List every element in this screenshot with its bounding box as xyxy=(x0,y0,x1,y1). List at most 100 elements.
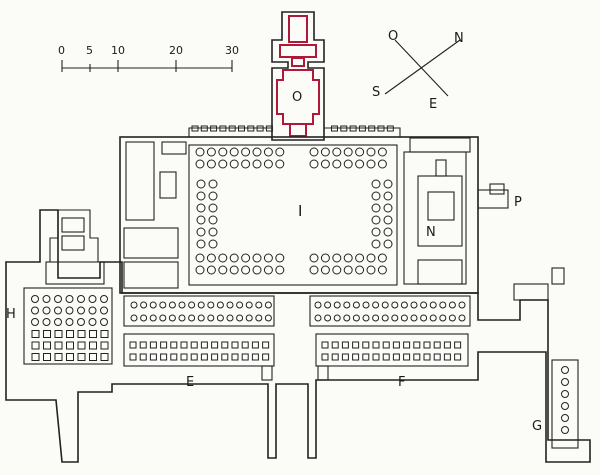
main-court: N P I xyxy=(119,125,522,294)
column xyxy=(429,301,437,309)
scale-bar: 0 5 10 20 30 xyxy=(58,44,239,72)
bay xyxy=(352,341,360,349)
column xyxy=(31,295,39,303)
bay xyxy=(129,353,137,361)
court-colonnade xyxy=(195,147,393,275)
column xyxy=(241,253,251,263)
column xyxy=(343,159,353,169)
bay xyxy=(31,353,40,361)
column xyxy=(159,301,167,309)
column xyxy=(65,318,74,326)
column xyxy=(140,301,148,309)
column xyxy=(206,147,216,157)
crenel-block xyxy=(349,125,357,132)
bay xyxy=(89,330,97,338)
crenel-block xyxy=(247,125,255,132)
column xyxy=(383,179,393,189)
column xyxy=(371,191,381,201)
column xyxy=(309,159,319,169)
column xyxy=(383,203,393,213)
bay xyxy=(160,341,168,349)
column xyxy=(77,295,85,303)
column xyxy=(218,253,228,263)
scale-tick-0: 0 xyxy=(58,44,65,57)
column xyxy=(381,301,389,309)
column xyxy=(196,227,206,237)
column xyxy=(31,318,39,326)
bay xyxy=(403,341,411,349)
column xyxy=(263,253,273,263)
column xyxy=(236,314,244,322)
bay xyxy=(241,341,249,349)
label-p: P xyxy=(514,195,522,210)
column xyxy=(54,306,62,315)
bay xyxy=(251,353,259,361)
column xyxy=(377,159,387,169)
column xyxy=(275,147,285,157)
outer-enclosure: E F xyxy=(5,209,591,463)
column xyxy=(42,295,51,303)
crenel-block xyxy=(191,125,199,132)
column xyxy=(324,301,332,309)
column xyxy=(77,318,85,326)
crenel-block xyxy=(331,125,338,132)
bay xyxy=(221,341,229,349)
column xyxy=(561,390,569,398)
column xyxy=(88,306,97,315)
column xyxy=(178,314,186,322)
column xyxy=(448,301,456,309)
label-f: F xyxy=(398,375,405,390)
column xyxy=(371,179,381,189)
column xyxy=(372,301,380,309)
column xyxy=(77,306,85,315)
column xyxy=(332,253,342,263)
column xyxy=(320,147,330,157)
column xyxy=(149,314,157,322)
column xyxy=(352,314,360,322)
column xyxy=(371,203,381,213)
column xyxy=(188,301,196,309)
column xyxy=(195,253,205,263)
crenel-block xyxy=(358,125,366,132)
column xyxy=(229,253,239,263)
column xyxy=(140,314,148,322)
bay xyxy=(180,341,188,349)
column xyxy=(333,301,341,309)
crenel-block xyxy=(265,125,273,132)
bay xyxy=(372,341,380,349)
column xyxy=(343,314,351,322)
bay xyxy=(77,341,86,350)
bay xyxy=(443,341,451,349)
column xyxy=(383,191,393,201)
bay xyxy=(262,341,270,349)
bay xyxy=(66,353,74,361)
column xyxy=(252,159,262,169)
column xyxy=(218,265,228,275)
column xyxy=(208,179,218,189)
column xyxy=(372,314,380,322)
column xyxy=(381,314,389,322)
column xyxy=(195,265,205,275)
column xyxy=(245,301,253,309)
column xyxy=(195,147,205,157)
column xyxy=(197,301,205,309)
column xyxy=(241,265,251,275)
bay xyxy=(413,353,421,361)
column xyxy=(332,159,342,169)
bay xyxy=(190,353,198,361)
column xyxy=(264,314,272,322)
column xyxy=(561,426,569,434)
crenel-block xyxy=(219,125,227,132)
hall-bays xyxy=(31,295,569,434)
column xyxy=(561,366,569,374)
bay xyxy=(100,341,109,350)
column xyxy=(263,265,273,275)
column xyxy=(218,159,228,169)
column xyxy=(371,215,381,225)
column xyxy=(149,301,157,309)
column xyxy=(31,306,39,315)
label-o: O xyxy=(292,90,302,105)
bay xyxy=(66,330,74,338)
column xyxy=(410,314,418,322)
bay xyxy=(100,330,109,338)
